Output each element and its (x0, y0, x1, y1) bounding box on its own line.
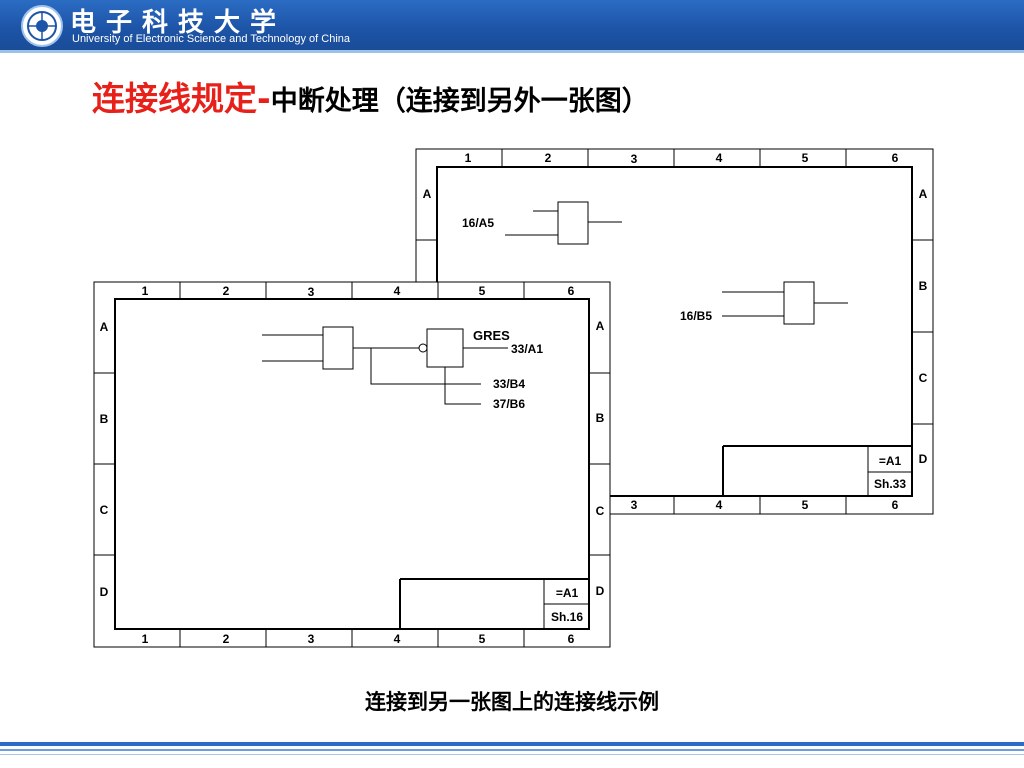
header-banner: 电子科技大学 University of Electronic Science … (0, 0, 1024, 50)
back-row-b-right: B (919, 279, 928, 293)
front-tb-id: =A1 (556, 586, 579, 600)
front-bottom-col-3: 3 (308, 632, 315, 646)
back-row-c-right: C (919, 371, 928, 385)
front-col-2: 2 (223, 284, 230, 298)
university-name-cn: 电子科技大学 (70, 8, 287, 38)
front-row-b-right: B (596, 411, 605, 425)
front-ref-37b6: 37/B6 (493, 397, 525, 411)
back-gate-a5 (505, 201, 622, 245)
footer-stripe-3 (0, 754, 1024, 755)
front-col-6: 6 (568, 284, 575, 298)
front-row-a-right: A (596, 319, 605, 333)
back-gate-b5 (722, 281, 848, 325)
back-sheet-top-dividers (501, 149, 847, 167)
front-sheet-bottom-dividers (179, 629, 525, 647)
front-sheet-outer-frame (93, 281, 611, 648)
front-tb-sheet: Sh.16 (551, 610, 583, 624)
front-ref-33a1: 33/A1 (511, 342, 543, 356)
front-gres-label: GRES (473, 328, 510, 343)
back-col-3: 3 (631, 152, 638, 166)
banner-divider (0, 50, 1024, 53)
front-row-c-right: C (596, 504, 605, 518)
front-bottom-col-6: 6 (568, 632, 575, 646)
university-logo-icon (21, 5, 63, 47)
figure-caption: 连接到另一张图上的连接线示例 (365, 690, 659, 714)
front-bottom-col-4: 4 (394, 632, 401, 646)
back-sheet-row-dividers (416, 239, 933, 425)
back-bottom-col-5: 5 (802, 498, 809, 512)
front-row-a-left: A (100, 320, 109, 334)
back-col-2: 2 (545, 151, 552, 165)
page-title-rest: 中断处理（连接到另外一张图） (270, 86, 649, 117)
front-sheet-top-dividers (179, 282, 525, 299)
front-gate-1 (262, 326, 481, 385)
front-sheet (93, 281, 611, 648)
university-name-en: University of Electronic Science and Tec… (72, 33, 351, 45)
back-sheet-title-block (722, 445, 912, 496)
back-col-6: 6 (892, 151, 899, 165)
back-bottom-col-4: 4 (716, 498, 723, 512)
front-row-d-left: D (100, 585, 109, 599)
back-bottom-col-6: 6 (892, 498, 899, 512)
back-bottom-col-3: 3 (631, 498, 638, 512)
back-tb-sheet: Sh.33 (874, 477, 906, 491)
front-col-5: 5 (479, 284, 486, 298)
front-bottom-col-2: 2 (223, 632, 230, 646)
front-row-d-right: D (596, 584, 605, 598)
page-title-highlight: 连接线规定- (92, 79, 271, 118)
front-gate-2 (418, 328, 508, 405)
front-bottom-col-5: 5 (479, 632, 486, 646)
front-col-4: 4 (394, 284, 401, 298)
front-ref-33b4: 33/B4 (493, 377, 525, 391)
back-ref-b5: 16/B5 (680, 309, 712, 323)
front-row-c-left: C (100, 503, 109, 517)
back-col-4: 4 (716, 151, 723, 165)
footer-stripe-2 (0, 749, 1024, 751)
back-row-a-right: A (919, 187, 928, 201)
page-title: 连接线规定-中断处理（连接到另外一张图） (92, 72, 649, 120)
back-ref-a5: 16/A5 (462, 216, 494, 230)
front-sheet-title-block (399, 578, 589, 629)
back-sheet-bottom-dividers (673, 496, 847, 514)
front-col-3: 3 (308, 285, 315, 299)
front-row-b-left: B (100, 412, 109, 426)
footer-stripe-1 (0, 742, 1024, 746)
back-tb-id: =A1 (879, 454, 902, 468)
back-col-5: 5 (802, 151, 809, 165)
front-sheet-row-dividers (94, 372, 610, 556)
back-row-a-left: A (423, 187, 432, 201)
back-row-d-right: D (919, 452, 928, 466)
front-col-1: 1 (142, 284, 149, 298)
front-bottom-col-1: 1 (142, 632, 149, 646)
back-col-1: 1 (465, 151, 472, 165)
